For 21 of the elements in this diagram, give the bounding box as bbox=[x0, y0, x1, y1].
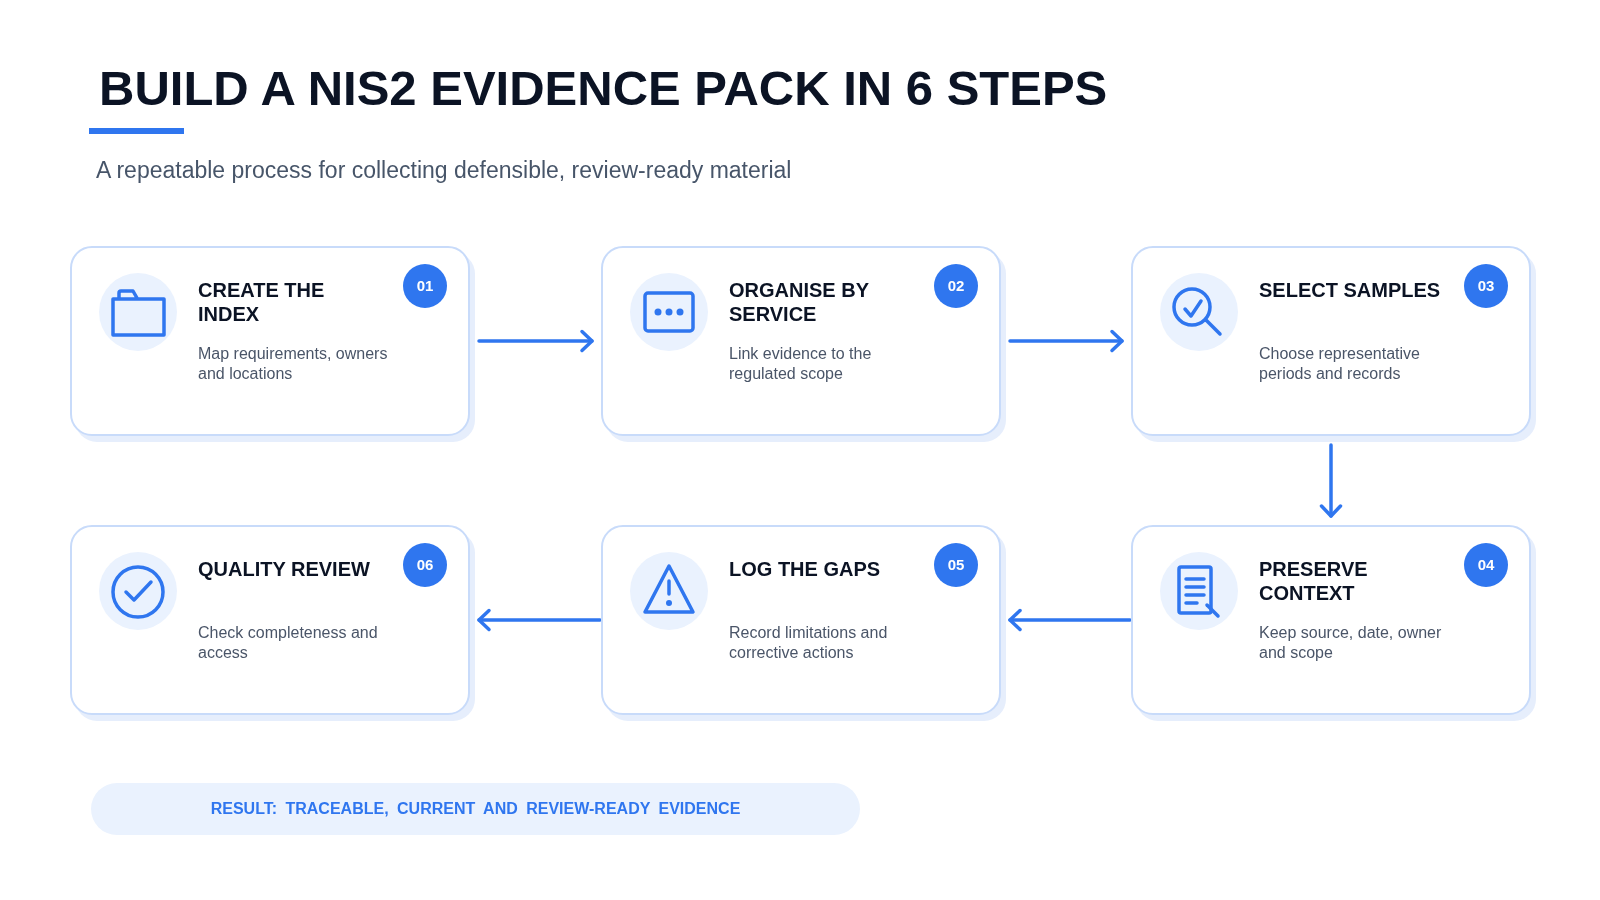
step-number-badge: 05 bbox=[934, 543, 978, 587]
step-description: Choose representative periods and records bbox=[1259, 344, 1421, 384]
result-banner: RESULT: TRACEABLE, CURRENT AND REVIEW-READY EVIDENCE bbox=[91, 783, 860, 835]
step-number-badge: 03 bbox=[1464, 264, 1508, 308]
step-description: Check completeness and access bbox=[198, 623, 379, 663]
step-title: SELECT SAMPLES bbox=[1259, 278, 1441, 302]
step-description: Map requirements, owners and locations bbox=[198, 344, 389, 384]
step-description: Link evidence to the regulated scope bbox=[729, 344, 873, 384]
step-title: QUALITY REVIEW bbox=[198, 557, 370, 581]
step-title: ORGANISE BY SERVICE bbox=[729, 278, 870, 326]
step-number-badge: 04 bbox=[1464, 543, 1508, 587]
step-number-badge: 06 bbox=[403, 543, 447, 587]
step-title: LOG THE GAPS bbox=[729, 557, 881, 581]
step-number-badge: 02 bbox=[934, 264, 978, 308]
subtitle: A repeatable process for collecting defensible, review-ready material bbox=[96, 156, 792, 184]
step-title: PRESERVE CONTEXT bbox=[1259, 557, 1369, 605]
step-title: CREATE THE INDEX bbox=[198, 278, 326, 326]
step-description: Record limitations and corrective actions bbox=[729, 623, 889, 663]
step-description: Keep source, date, owner and scope bbox=[1259, 623, 1443, 663]
step-number-badge: 01 bbox=[403, 264, 447, 308]
title: BUILD A NIS2 EVIDENCE PACK IN 6 STEPS bbox=[99, 62, 1108, 114]
